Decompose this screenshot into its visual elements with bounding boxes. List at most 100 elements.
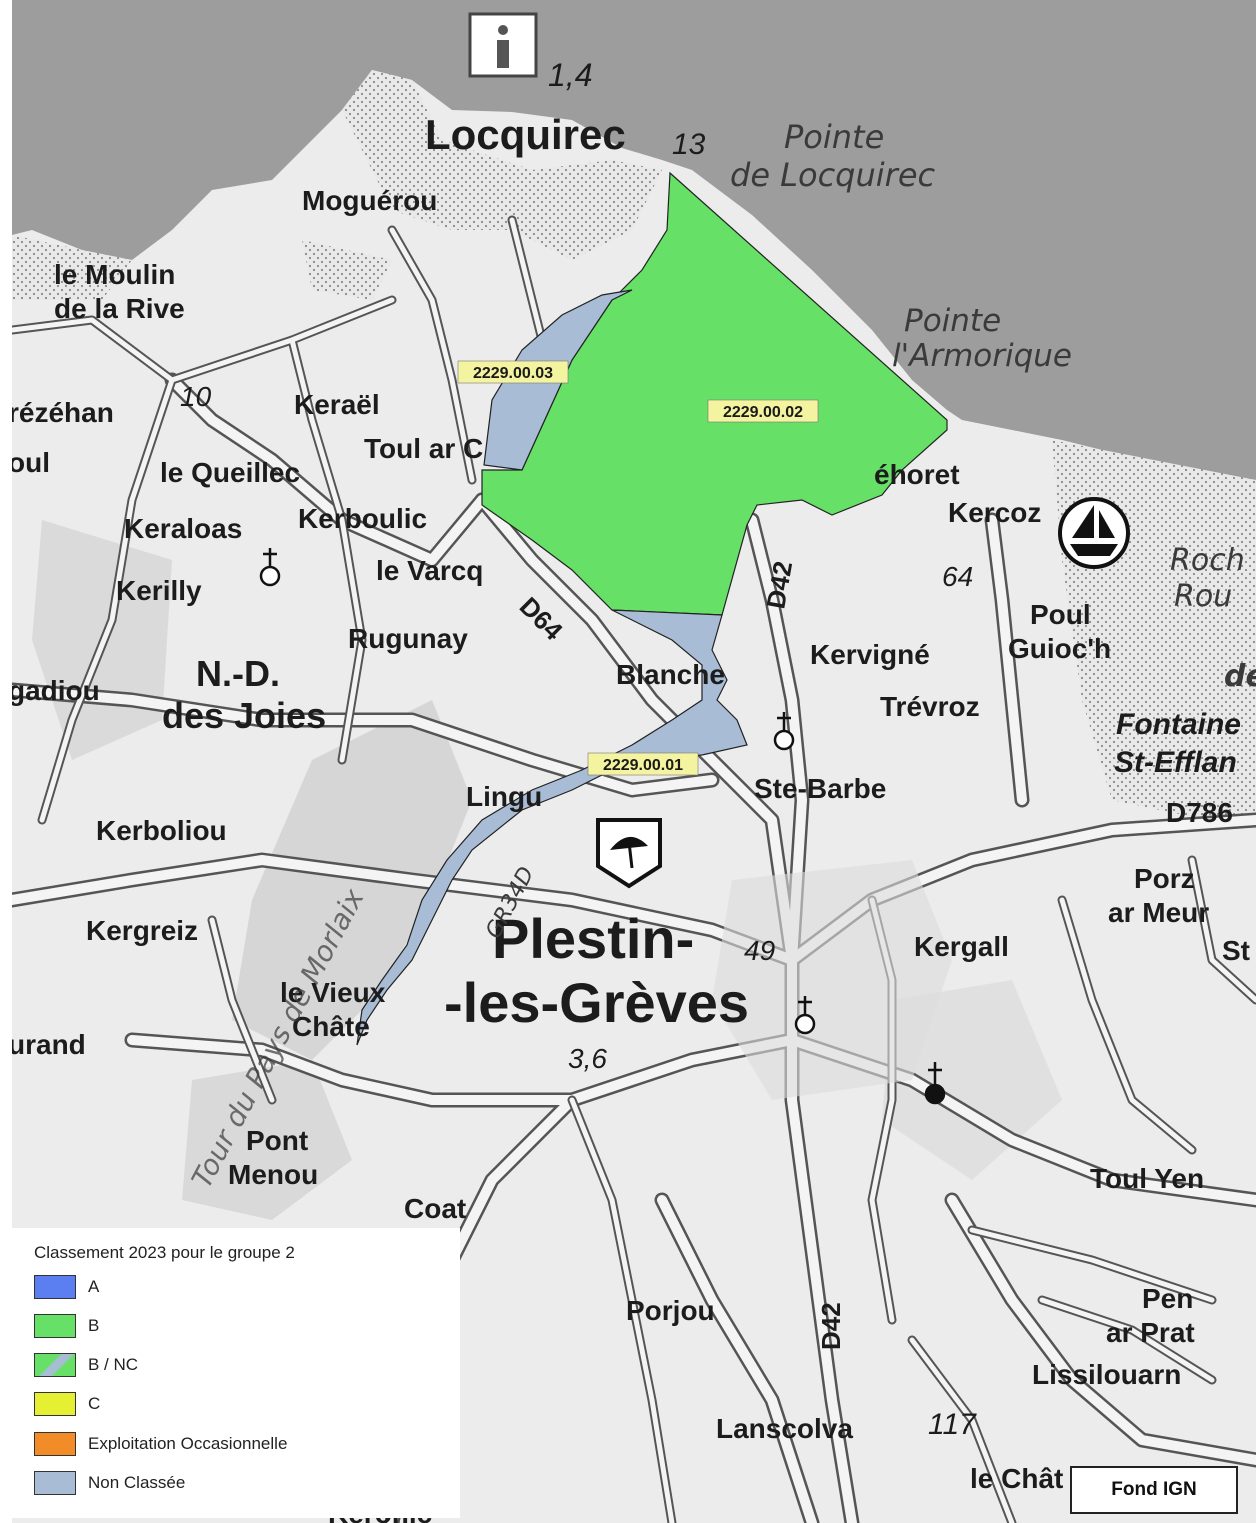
place-label: Moguérou [302, 185, 437, 216]
place-label: le Queillec [160, 457, 300, 488]
place-label: Kerboliou [96, 815, 227, 846]
place-label: Ste-Barbe [754, 773, 886, 804]
terrain-shading [182, 1060, 352, 1220]
place-label: oul [12, 447, 50, 478]
place-label: des Joies [162, 695, 326, 736]
place-label: Guioc'h [1008, 633, 1111, 664]
place-label: ar Meur [1108, 897, 1209, 928]
svg-text:2229.00.03: 2229.00.03 [473, 365, 553, 382]
place-label: urand [12, 1029, 86, 1060]
place-label: rézéhan [12, 397, 114, 428]
basemap-credit: Fond IGN [1070, 1466, 1238, 1514]
place-label: le Varcq [376, 555, 483, 586]
beach-area [342, 70, 662, 260]
distance-label: 10 [180, 381, 212, 412]
place-label: Kercoz [948, 497, 1041, 528]
road-label: D786 [1166, 797, 1233, 828]
place-label: Porjou [626, 1295, 715, 1326]
place-label: Rugunay [348, 623, 468, 654]
road-label: D42 [816, 1302, 846, 1350]
chapel-icon [259, 548, 816, 1035]
place-label: Porz [1134, 863, 1195, 894]
place-label: Châte [292, 1011, 370, 1042]
place-label: Coat [404, 1193, 466, 1224]
legend-item-b: B [34, 1313, 99, 1339]
legend-item-exploitation: Exploitation Occasionnelle [34, 1431, 287, 1457]
legend-swatch [34, 1392, 76, 1416]
legend-swatch [34, 1275, 76, 1299]
place-label: Trévroz [880, 691, 980, 722]
place-label: Kergreiz [86, 915, 198, 946]
place-label: Pointe [904, 303, 1001, 339]
place-label: Lanscolva [716, 1413, 853, 1444]
place-label: Fontaine [1116, 708, 1241, 741]
legend-swatch [34, 1314, 76, 1338]
distance-label: 49 [744, 935, 775, 966]
legend-item-b-nc: B / NC [34, 1352, 138, 1378]
legend-swatch [34, 1471, 76, 1495]
zone-label-2229-00-03: 2229.00.03 [457, 360, 569, 384]
legend-label: B / NC [88, 1355, 139, 1374]
legend-label: C [88, 1394, 101, 1413]
legend-swatch [34, 1432, 76, 1456]
distance-label: 3,6 [568, 1043, 607, 1074]
place-label: Locquirec [425, 111, 626, 158]
svg-text:2229.00.01: 2229.00.01 [603, 757, 683, 774]
place-label: Lissilouarn [1032, 1359, 1181, 1390]
place-label: Toul Yen [1090, 1163, 1204, 1194]
legend-item-a: A [34, 1274, 99, 1300]
sailing-club-icon [1058, 497, 1130, 569]
church-icon [924, 1062, 946, 1105]
terrain-shading [232, 700, 472, 1060]
place-label: éhoret [874, 459, 960, 490]
zone-label-2229-00-02: 2229.00.02 [707, 399, 819, 423]
town-name: Plestin- [492, 907, 694, 970]
place-label: Kergall [914, 931, 1009, 962]
place-label: de Locquirec [730, 156, 936, 194]
place-label: l'Armorique [892, 338, 1072, 374]
info-point-icon [468, 12, 538, 78]
place-label: Rou [1174, 579, 1232, 614]
zone-label-2229-00-01: 2229.00.01 [587, 752, 699, 776]
place-label: le Chât [970, 1463, 1063, 1494]
place-label: Keraël [294, 389, 380, 420]
place-label: Pont [246, 1125, 308, 1156]
legend-swatch [34, 1353, 76, 1377]
legend-title: Classement 2023 pour le groupe 2 [34, 1243, 295, 1262]
legend-label: Exploitation Occasionnelle [88, 1434, 288, 1453]
town-name: -les-Grèves [444, 971, 749, 1034]
legend-label: B [88, 1316, 100, 1335]
svg-text:2229.00.02: 2229.00.02 [723, 404, 803, 421]
place-label: Poul [1030, 599, 1091, 630]
base-map[interactable]: 2229.00.03 2229.00.02 2229.00.01 Locquir… [12, 0, 1256, 1523]
legend-label: Non Classée [88, 1473, 186, 1492]
beach-area [302, 240, 392, 300]
place-label: ar Prat [1106, 1317, 1195, 1348]
place-label: gadiou [12, 675, 100, 706]
place-label: Blanche [616, 659, 725, 690]
legend-item-non-classee: Non Classée [34, 1470, 185, 1496]
place-label: Lingu [466, 781, 542, 812]
distance-label: 1,4 [548, 57, 592, 93]
town-area [712, 860, 952, 1100]
place-label: de [1224, 659, 1256, 694]
place-label: le Vieux [280, 977, 386, 1008]
place-label: St-Efflan [1114, 746, 1237, 779]
map-legend: Classement 2023 pour le groupe 2 A B B /… [12, 1228, 460, 1518]
place-label: Toul ar C [364, 433, 483, 464]
place-label: Menou [228, 1159, 318, 1190]
place-label: Kervigné [810, 639, 930, 670]
place-label: le Moulin [54, 259, 175, 290]
place-label: Keraloas [124, 513, 242, 544]
distance-label: 13 [672, 128, 706, 161]
place-label: Kerboulic [298, 503, 427, 534]
distance-label: 64 [942, 561, 973, 592]
beach-area [12, 235, 132, 300]
place-label: Roch [1170, 543, 1245, 578]
place-label: Pen [1142, 1283, 1193, 1314]
distance-label: 117 [928, 1408, 977, 1441]
place-label: N.-D. [196, 653, 280, 694]
place-label: Pointe [784, 118, 884, 156]
beach-umbrella-icon [596, 818, 662, 889]
sea-area [12, 0, 1256, 480]
